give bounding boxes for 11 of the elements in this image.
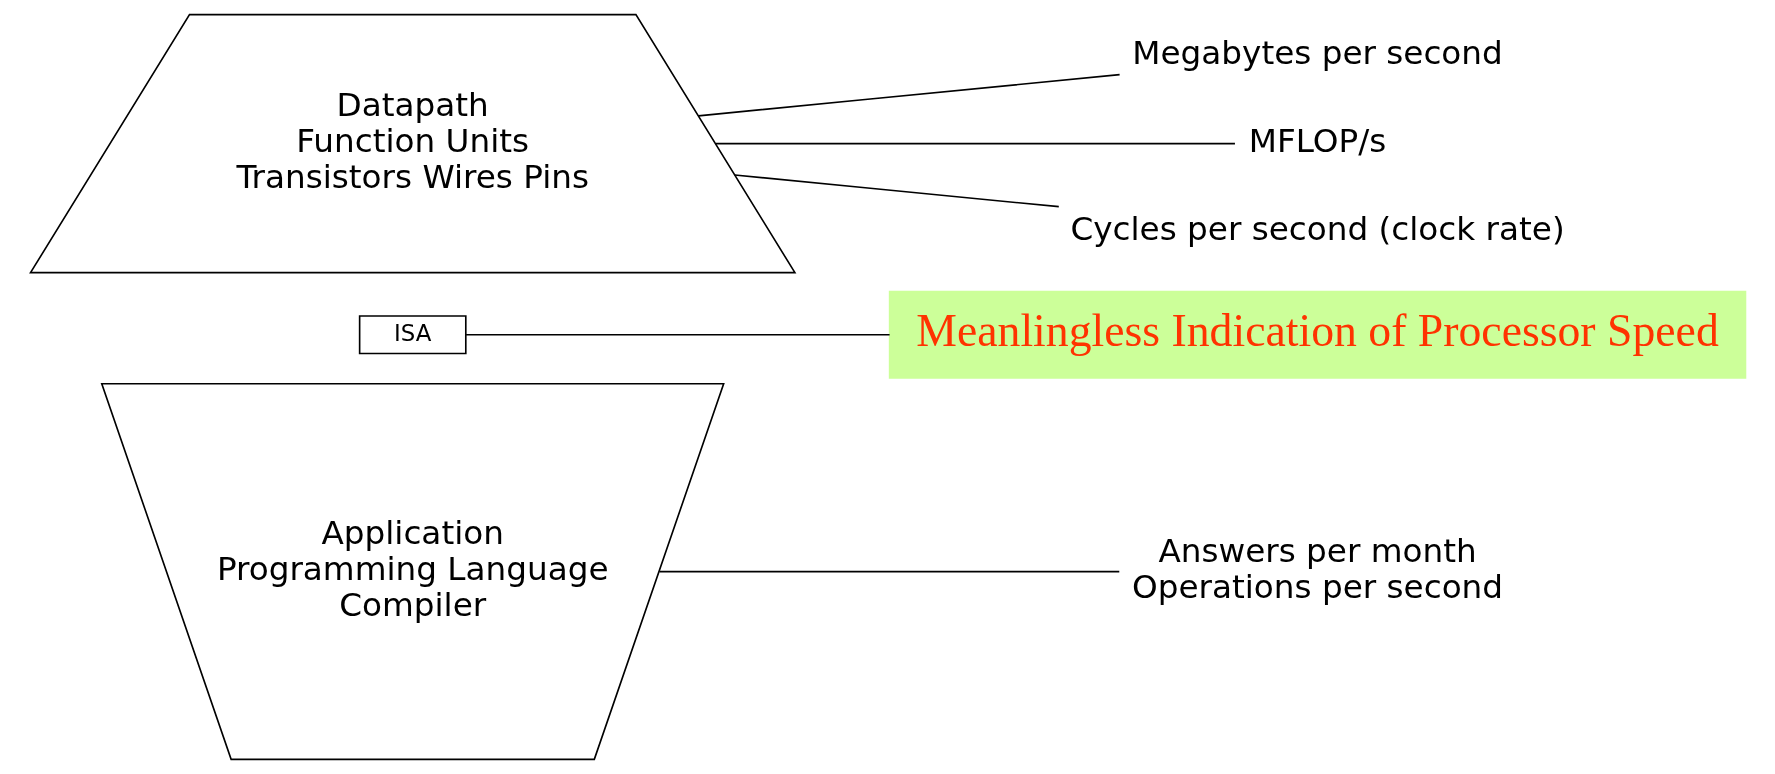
node-text: MFLOP/s <box>1248 121 1386 160</box>
node-text: Megabytes per second <box>1131 33 1503 72</box>
node-box: Meanlingless Indication of Processor Speed <box>888 290 1746 379</box>
connector <box>733 174 1060 208</box>
connector <box>658 570 1120 573</box>
connector <box>697 73 1120 117</box>
node-text: Cycles per second (clock rate) <box>1069 210 1565 249</box>
node-box: ISA <box>358 315 467 355</box>
connector <box>464 333 890 336</box>
node-text: Answers per month Operations per second <box>1131 531 1503 606</box>
connector <box>714 142 1236 145</box>
